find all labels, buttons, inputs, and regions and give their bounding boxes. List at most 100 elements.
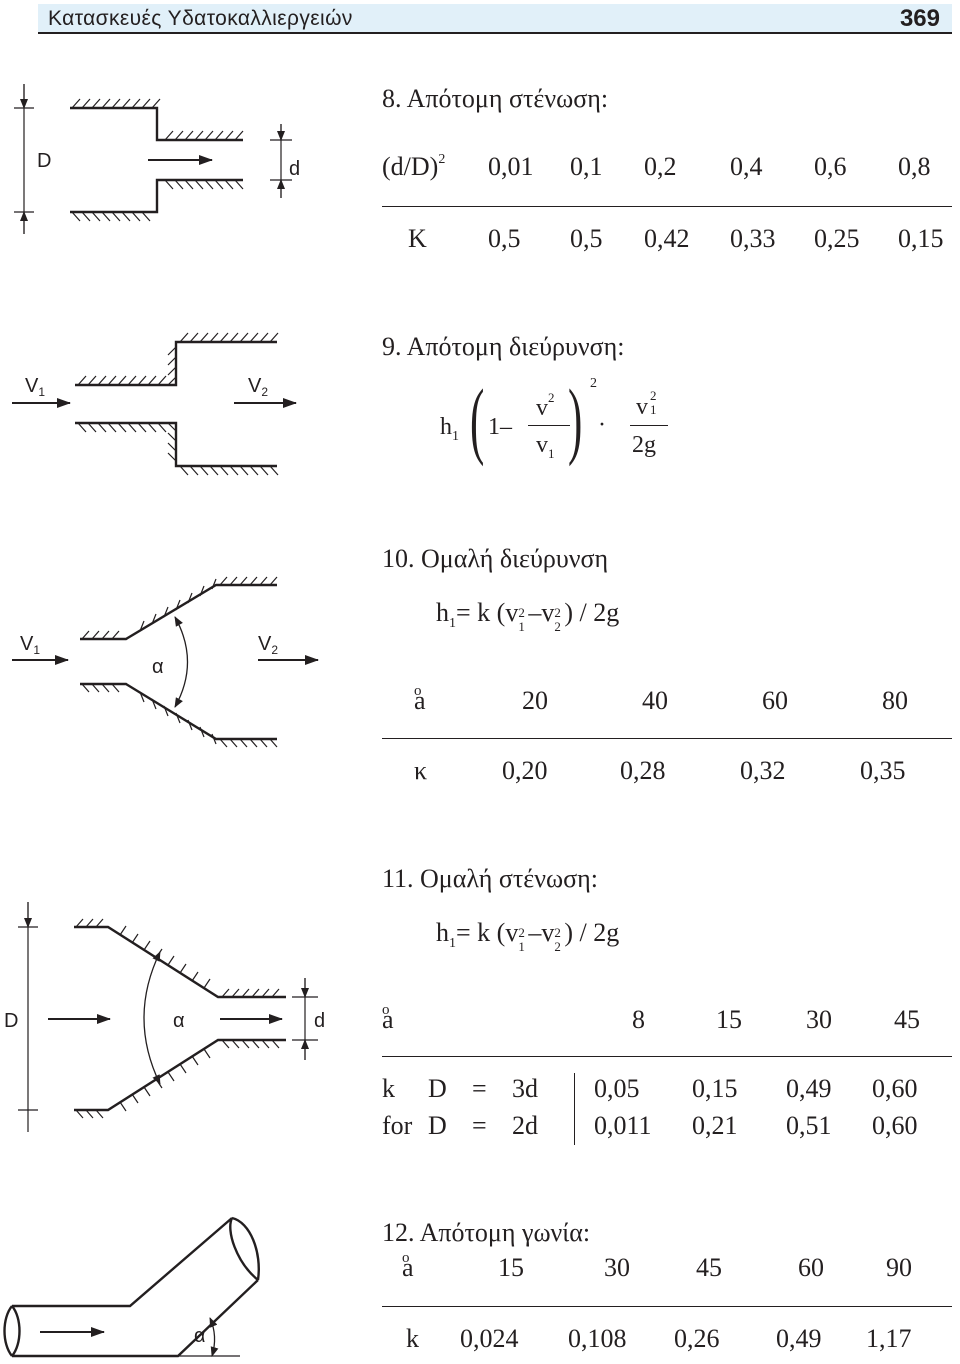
table-cell: 45 <box>894 1005 920 1034</box>
table-cell: 0,15 <box>692 1074 738 1103</box>
s10-table-rule <box>382 738 952 739</box>
table-cell: 80 <box>882 686 908 715</box>
text-fragment: v <box>636 394 648 420</box>
s12-table-rule <box>382 1306 952 1307</box>
fig8-label-d: d <box>289 158 300 180</box>
text-fragment: h <box>436 598 449 627</box>
table-cell: 0,26 <box>674 1324 720 1353</box>
text-fragment: 2 <box>518 925 525 940</box>
s9-heading: 9. Απότομη διεύρυνση: <box>382 332 625 361</box>
page-number: 369 <box>899 5 940 32</box>
table-cell: 60 <box>762 686 788 715</box>
table-cell: 0,32 <box>740 756 786 785</box>
text-fragment: for <box>382 1111 413 1140</box>
table-cell: 0,4 <box>730 152 763 181</box>
s10-heading: 10. Ομαλή διεύρυνση <box>382 544 609 573</box>
s12-heading: 12. Απότομη γωνία: <box>382 1218 591 1247</box>
s11-row-3d: k D = 3d 0,05 0,15 0,49 0,60 <box>382 1074 952 1108</box>
table-cell: 0,1 <box>570 152 603 181</box>
text-fragment: h <box>436 918 449 947</box>
text-fragment: o <box>382 1002 390 1019</box>
table-cell: 0,024 <box>460 1324 519 1353</box>
text-fragment: 2 <box>554 925 561 940</box>
s8-k-row: K 0,5 0,5 0,42 0,33 0,25 0,15 <box>382 224 952 258</box>
text-fragment: 2 <box>590 376 597 391</box>
s8-table-rule <box>382 206 952 207</box>
text-fragment: D <box>428 1111 447 1140</box>
table-cell: 0,20 <box>502 756 548 785</box>
text-fragment: 1 <box>449 616 456 632</box>
text-fragment: h <box>440 414 452 440</box>
text-fragment: o <box>402 1250 410 1267</box>
table-cell: 0,35 <box>860 756 906 785</box>
text-fragment: = <box>472 1111 487 1140</box>
table-cell: 30 <box>604 1253 630 1282</box>
table-cell: 30 <box>806 1005 832 1034</box>
text-fragment: o <box>414 683 422 700</box>
text-fragment: 2g <box>632 432 656 458</box>
table-cell: 15 <box>498 1253 524 1282</box>
text-fragment: (d/D) <box>382 152 439 181</box>
table-cell: 0,011 <box>594 1111 652 1140</box>
table-cell: 0,25 <box>814 224 860 253</box>
text-fragment: ) / 2g <box>564 598 620 627</box>
fig11-angle-label: α <box>173 1010 185 1032</box>
table-cell: 0,21 <box>692 1111 738 1140</box>
table-cell: 1,17 <box>866 1324 912 1353</box>
text-fragment: 1 <box>518 619 525 634</box>
text-fragment: 2 <box>650 388 657 403</box>
text-fragment: 2 <box>554 605 561 620</box>
table-cell: 0,49 <box>786 1074 832 1103</box>
text-fragment: V <box>20 633 34 655</box>
text-fragment: 1 <box>38 385 45 399</box>
fig9-label-v1: V1 <box>25 375 45 399</box>
s11-table-rule <box>382 1056 952 1057</box>
fig-sudden-contraction <box>14 84 292 234</box>
table-cell: 8 <box>632 1005 645 1034</box>
table-cell: 0,05 <box>594 1074 640 1103</box>
text-fragment: a <box>414 686 426 715</box>
text-fragment: 1 <box>518 939 525 954</box>
fig8-label-D: D <box>37 150 51 172</box>
table-cell: 0,51 <box>786 1111 832 1140</box>
s10-k-row: κ 0,20 0,28 0,32 0,35 <box>382 756 952 790</box>
s11-heading: 11. Ομαλή στένωση: <box>382 864 598 893</box>
text-fragment: –v <box>528 918 555 947</box>
text-fragment: 2d <box>512 1111 538 1140</box>
fig10-label-v1: V1 <box>20 633 40 657</box>
text-fragment: 2 <box>261 385 268 399</box>
fig10-label-v2: V2 <box>258 633 278 657</box>
table-cell: 0,2 <box>644 152 677 181</box>
text-fragment: k <box>382 1074 395 1103</box>
table-cell: 0,33 <box>730 224 776 253</box>
text-fragment: 2 <box>554 939 561 954</box>
table-cell: 0,49 <box>776 1324 822 1353</box>
table-cell: 0,60 <box>872 1074 918 1103</box>
table-cell: 0,108 <box>568 1324 627 1353</box>
fig-pipe-bend <box>3 1216 260 1358</box>
text-fragment: –v <box>528 598 555 627</box>
text-fragment: 1 <box>452 428 459 444</box>
s11-column-rule <box>574 1073 575 1145</box>
text-fragment: · <box>598 412 606 438</box>
table-cell: 0,01 <box>488 152 534 181</box>
fig9-label-v2: V2 <box>248 375 268 399</box>
text-fragment: V <box>248 375 262 397</box>
fig11-label-d: d <box>314 1010 325 1032</box>
table-cell: 40 <box>642 686 668 715</box>
text-fragment: 1 <box>33 643 40 657</box>
text-fragment: = k (v <box>456 598 519 627</box>
table-cell: 20 <box>522 686 548 715</box>
text-fragment: ) / 2g <box>564 918 620 947</box>
text-fragment: = k (v <box>456 918 519 947</box>
fig11-label-D: D <box>4 1010 18 1032</box>
s8-heading: 8. Απότομη στένωση: <box>382 84 609 113</box>
page-header: Κατασκευές Υδατοκαλλιεργειών 369 <box>38 4 952 34</box>
text-fragment: = <box>472 1074 487 1103</box>
fig10-angle-label: α <box>152 656 164 678</box>
